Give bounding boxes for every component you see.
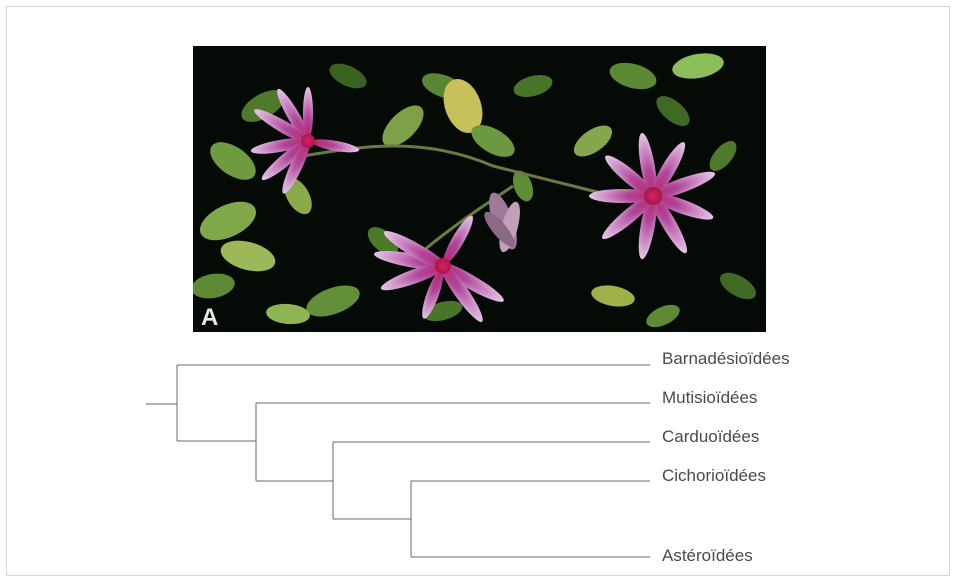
taxon-label-mutisioideae: Mutisioïdées [662,389,757,406]
taxon-label-carduoideae: Carduoïdées [662,428,759,445]
flower-photo-illustration [193,46,766,332]
taxon-label-barnadesioideae: Barnadésioïdées [662,350,790,367]
taxon-label-cichorioideae: Cichorioïdées [662,467,766,484]
taxon-label-asteroideae: Astéroïdées [662,547,753,564]
panel-letter: A [201,306,218,330]
flower-photo: A [193,46,766,332]
